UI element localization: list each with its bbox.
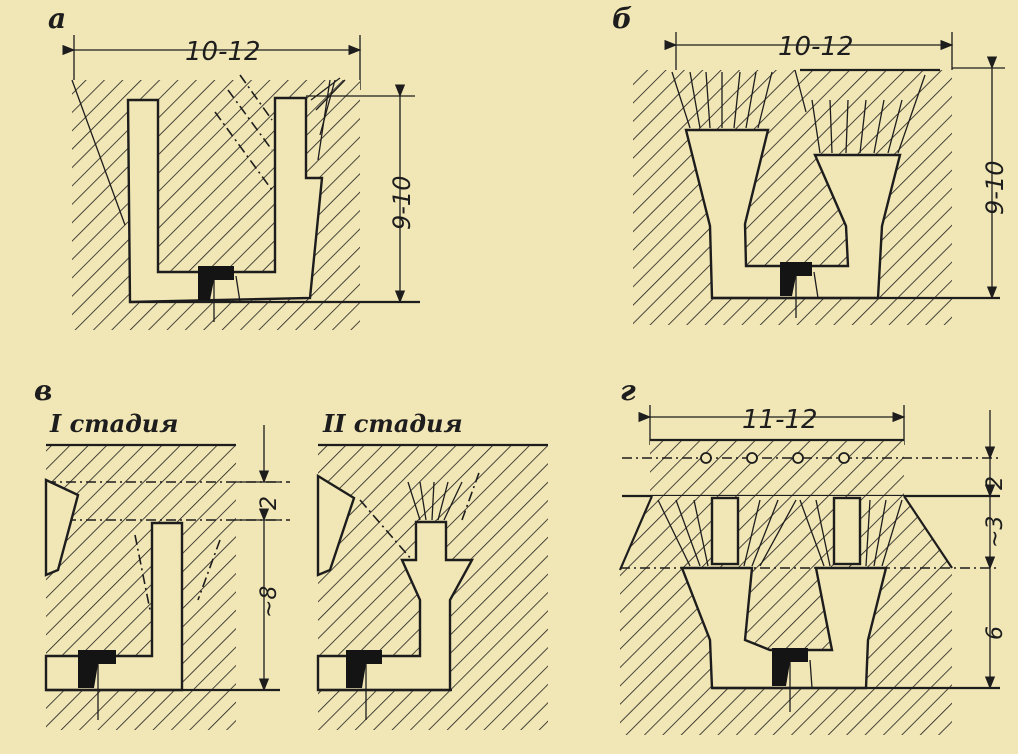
panel-g-left-raise [710, 496, 740, 566]
panel-v-stage1-cut [44, 478, 80, 577]
panel-v-stage1-machine [78, 650, 116, 688]
panel-g-top-dim-label: 2 [983, 476, 1008, 490]
panel-v-label: в [34, 374, 52, 407]
panel-g-right-raise [832, 496, 862, 566]
panel-g-rock [620, 496, 952, 735]
panel-b-blast-fan-left [671, 71, 773, 129]
panel-g-label: г [620, 374, 636, 407]
panel-b-blast-fan-right [811, 74, 926, 154]
panel-g-mid-dim-label: ~3 [983, 516, 1008, 548]
panel-g-top-layer [650, 440, 904, 495]
panel-g-width-label: 11-12 [742, 405, 818, 435]
panel-b-width-label: 10-12 [778, 32, 854, 62]
panel-g-blast-fan-right [799, 499, 903, 567]
panel-v-stage2-blast-fan [359, 469, 481, 561]
panel-b-height-label: 9-10 [981, 161, 1009, 215]
panel-g-blast-fan-left [657, 499, 797, 567]
panel-a-label: а [48, 2, 66, 35]
panel-v-stage1-label: I стадия [49, 409, 178, 438]
charge-hole [746, 452, 758, 464]
panel-b-label: б [612, 2, 632, 35]
panel-v-main-dim-label: ~8 [257, 586, 282, 618]
panel-a-width-label: 10-12 [185, 37, 261, 67]
panel-v-stage2-machine [346, 650, 382, 688]
panel-a: а 10-12 9-10 [48, 2, 420, 330]
panel-v-stage2-cut [316, 473, 356, 577]
panel-a-height-label: 9-10 [388, 176, 416, 230]
panel-a-machine [198, 266, 234, 300]
panel-b-machine [780, 262, 812, 296]
panel-v: в I стадия II стадия 2 ~8 [34, 374, 548, 730]
panel-v-stage2-label: II стадия [322, 409, 463, 438]
panel-a-excavation [126, 96, 324, 304]
panel-g: г 11-12 [618, 374, 1008, 735]
panel-g-bottom-dim-label: 6 [983, 626, 1008, 640]
panel-g-machine [772, 648, 808, 686]
charge-hole [792, 452, 804, 464]
panel-b: б 10-12 [612, 2, 1009, 325]
panel-v-top-dim-label: 2 [257, 496, 282, 510]
charge-hole [838, 452, 850, 464]
charge-hole [700, 452, 712, 464]
